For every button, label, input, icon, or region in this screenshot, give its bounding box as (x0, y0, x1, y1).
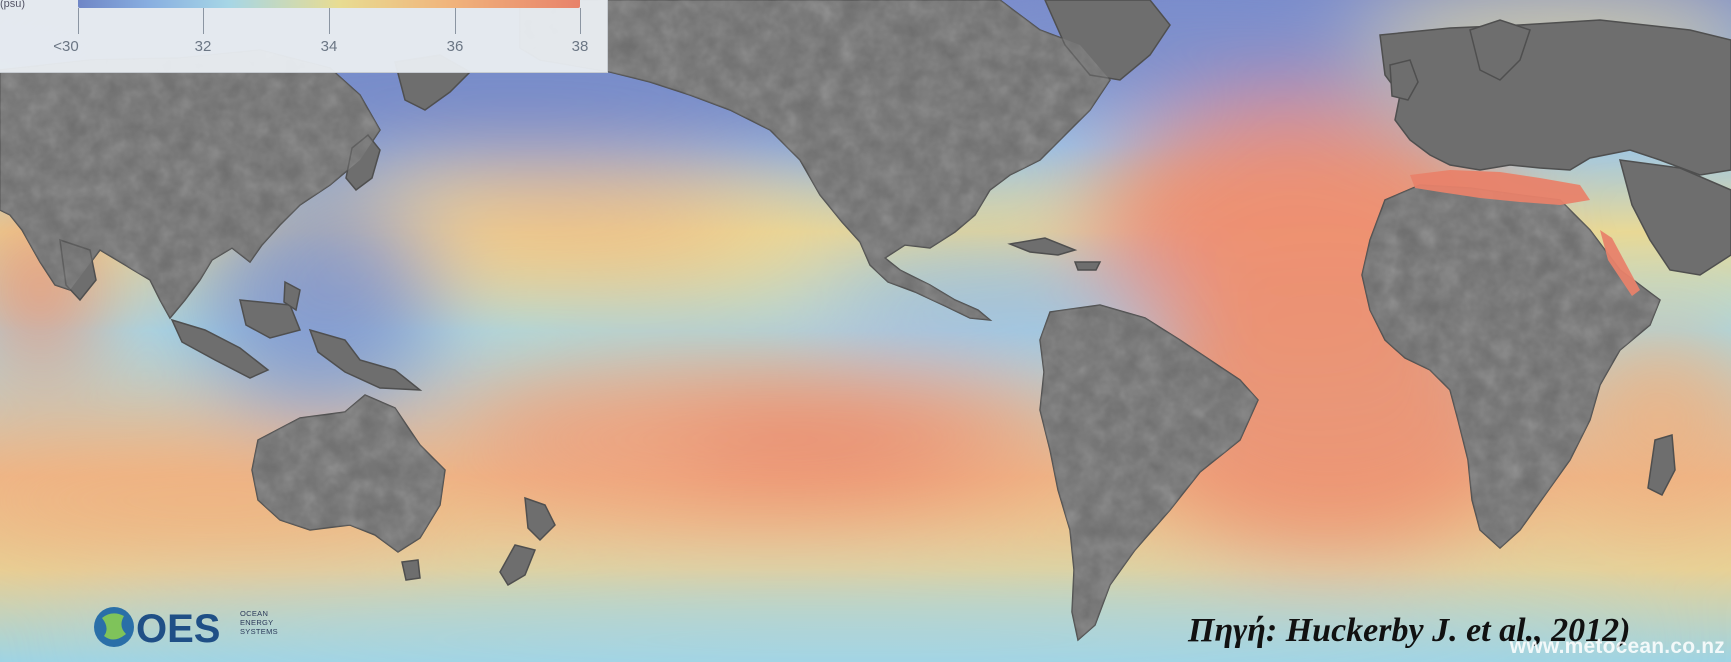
legend-unit: (psu) (0, 0, 26, 10)
red-sea (1600, 230, 1640, 296)
legend-tick (455, 8, 456, 34)
logo-mark-text: OES (136, 607, 220, 650)
legend-colorbar (78, 0, 580, 8)
salinity-legend: (psu) <30 32 34 36 38 (0, 0, 608, 73)
legend-label: 34 (320, 38, 338, 55)
globe-land-icon (102, 613, 126, 640)
terrain-texture (0, 0, 1660, 640)
legend-tick (78, 8, 79, 34)
legend-tick (329, 8, 330, 34)
legend-label: <30 (53, 38, 79, 55)
legend-tick (580, 8, 581, 34)
source-citation: Πηγή: Huckerby J. et al., 2012) (1188, 612, 1631, 649)
legend-label: 36 (446, 38, 464, 55)
logo-text: OCEAN ENERGY SYSTEMS (240, 609, 278, 636)
mediterranean-sea (1410, 170, 1590, 205)
legend-tick (203, 8, 204, 34)
oes-logo: OES OCEAN ENERGY SYSTEMS (92, 604, 278, 650)
logo-line: OCEAN (240, 609, 269, 618)
logo-line: ENERGY (240, 618, 274, 627)
legend-label: 32 (194, 38, 212, 55)
legend-label: 38 (571, 38, 589, 55)
watermark: www.metocean.co.nz (1509, 635, 1725, 658)
oes-logo-mark: OES (94, 607, 220, 650)
logo-line: SYSTEMS (240, 627, 278, 636)
